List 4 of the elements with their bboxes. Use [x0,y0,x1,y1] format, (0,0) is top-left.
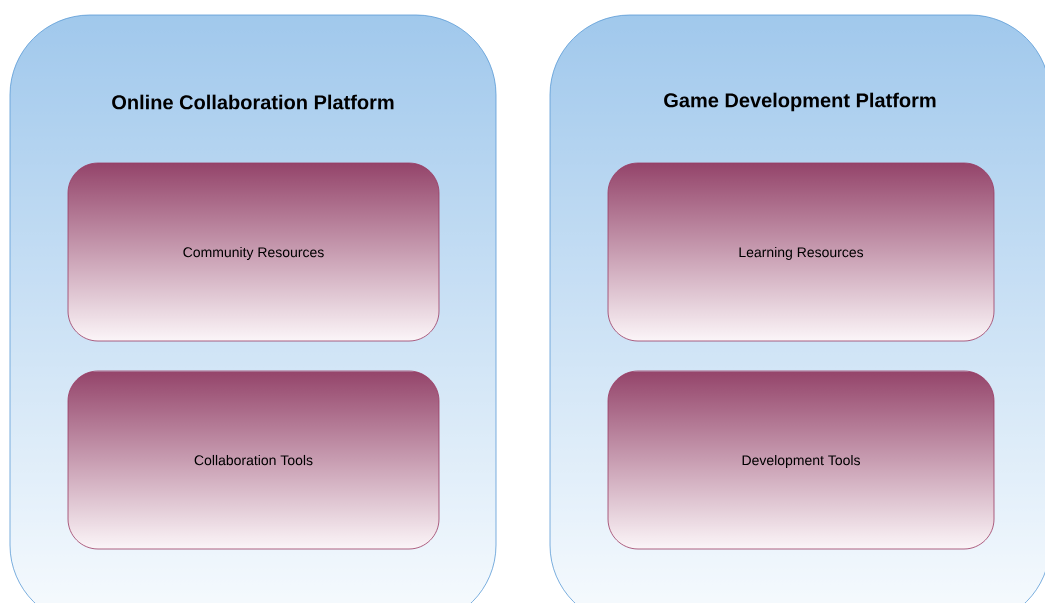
component-box: Collaboration Tools [67,370,440,550]
component-box: Community Resources [67,162,440,342]
component-box: Development Tools [607,370,995,550]
component-box: Learning Resources [607,162,995,342]
